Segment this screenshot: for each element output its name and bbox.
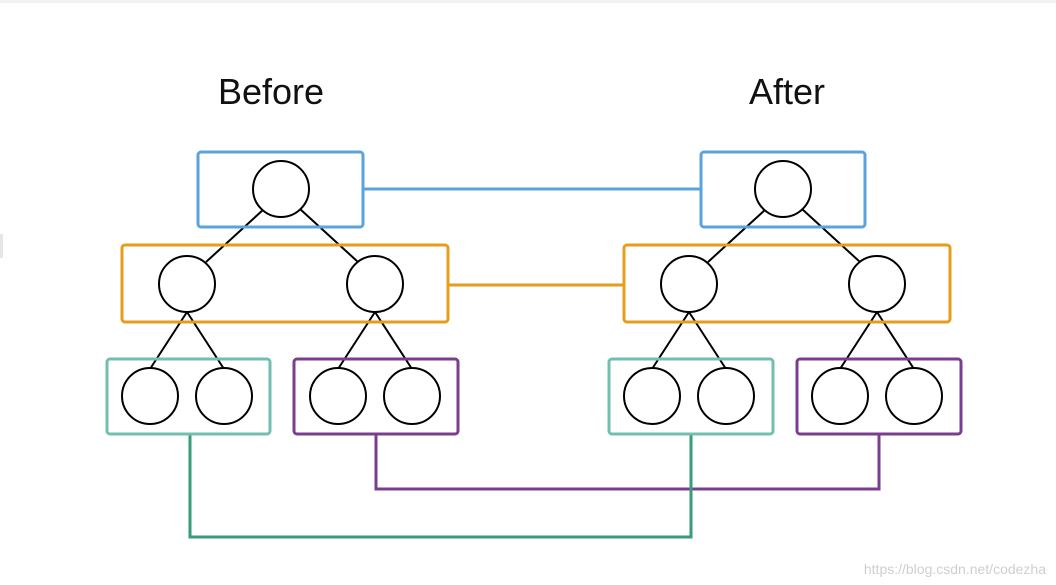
right-leaf-group-box [795,357,963,436]
leaf-node [885,367,943,425]
right-leaf-group-connector [374,435,881,491]
before-tree [105,150,460,436]
root-level-box [196,150,365,229]
leaf-node [195,367,253,425]
root-level-box [699,150,867,229]
after-title: After [748,71,826,112]
root-node [754,160,812,218]
left-leaf-group-connector [188,435,693,539]
middle-node-left [660,255,718,313]
middle-node-right [346,255,404,313]
leaf-node [697,367,755,425]
leaf-node [309,367,367,425]
after-tree [607,150,963,436]
top-divider [0,0,1056,3]
leaf-node [383,367,441,425]
leaf-node [623,367,681,425]
tree-edge [205,208,265,263]
tree-edge [801,208,861,263]
middle-level-box [622,243,952,324]
middle-node-right [848,255,906,313]
middle-node-left [158,255,216,313]
root-node [252,160,310,218]
leaf-node [811,367,869,425]
tree-edge [707,208,767,263]
middle-level-box [120,243,450,324]
before-title: Before [217,71,325,112]
watermark: https://blog.csdn.net/codezha [863,561,1046,577]
leaf-node [121,367,179,425]
right-leaf-group-box [292,357,460,436]
tree-edge [299,208,359,263]
left-edge-mark [0,234,3,258]
left-leaf-group-box [607,357,775,436]
left-leaf-group-box [105,357,272,436]
